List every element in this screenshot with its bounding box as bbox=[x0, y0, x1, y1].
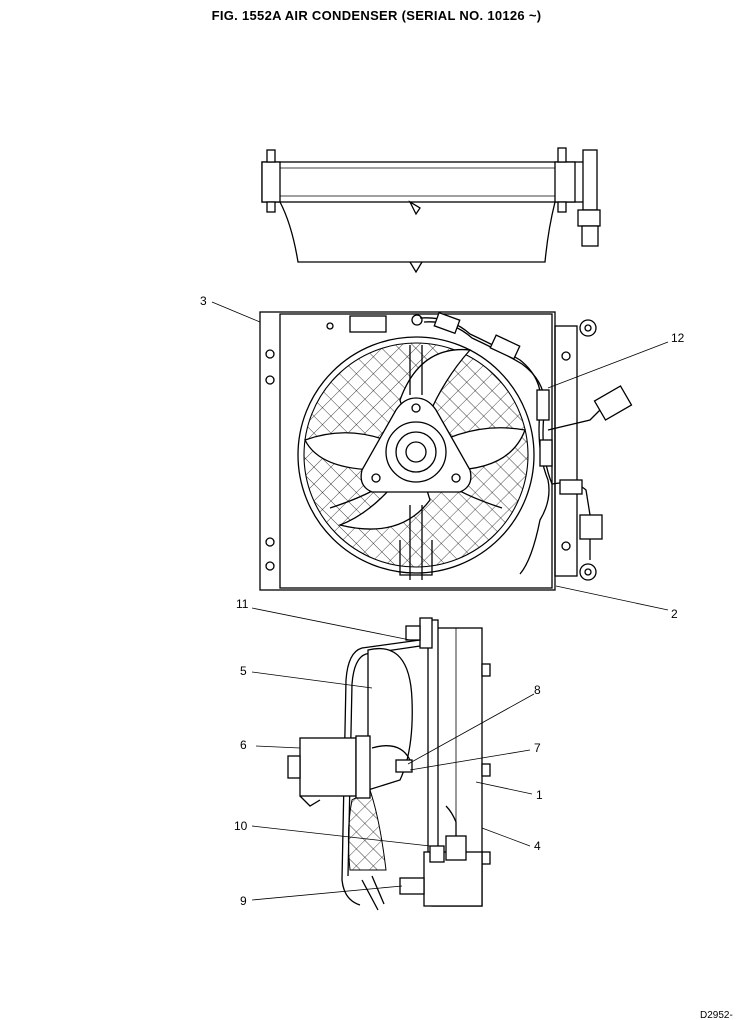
drawing-code: D2952- bbox=[700, 1010, 733, 1020]
callout-2: 2 bbox=[671, 607, 678, 621]
fan-motor bbox=[299, 737, 357, 797]
callout-1: 1 bbox=[536, 788, 543, 802]
side-view bbox=[287, 617, 491, 911]
callout-4: 4 bbox=[534, 839, 541, 853]
figure-title: FIG. 1552A AIR CONDENSER (SERIAL NO. 101… bbox=[211, 8, 542, 23]
callout-7: 7 bbox=[534, 741, 541, 755]
callout-6: 6 bbox=[240, 738, 247, 752]
callout-8: 8 bbox=[534, 683, 541, 697]
callout-12: 12 bbox=[671, 331, 685, 345]
callout-9: 9 bbox=[240, 894, 247, 908]
callout-11: 11 bbox=[236, 597, 249, 611]
callout-10: 10 bbox=[234, 819, 248, 833]
motor-hub bbox=[385, 421, 447, 483]
front-view bbox=[259, 311, 633, 591]
leader-lines bbox=[211, 301, 669, 901]
top-view bbox=[261, 147, 601, 274]
callout-5: 5 bbox=[240, 664, 247, 678]
callout-3: 3 bbox=[200, 294, 207, 308]
